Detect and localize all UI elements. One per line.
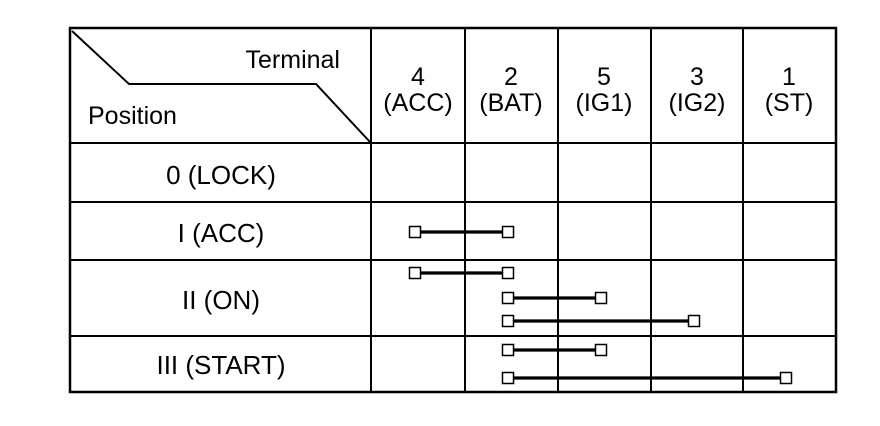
position-labels: 0 (LOCK) I (ACC) II (ON) III (START)	[156, 160, 285, 380]
terminal-name: (BAT)	[479, 89, 542, 117]
terminal-header-label: Terminal	[246, 46, 340, 74]
terminal-name: (ACC)	[383, 89, 452, 117]
terminal-node	[408, 225, 422, 239]
terminal-node	[779, 371, 793, 385]
terminal-node	[501, 371, 515, 385]
terminal-number: 1	[782, 63, 796, 91]
position-label: II (ON)	[182, 285, 260, 315]
terminal-headers: 4(ACC) 2(BAT) 5(IG1) 3(IG2) 1(ST)	[383, 63, 813, 117]
terminal-name: (IG2)	[669, 89, 726, 117]
terminal-name: (IG1)	[576, 89, 633, 117]
terminal-node	[594, 291, 608, 305]
terminal-node	[501, 314, 515, 328]
terminal-number: 5	[597, 63, 611, 91]
connections	[408, 225, 793, 385]
terminal-node	[501, 266, 515, 280]
position-label: 0 (LOCK)	[166, 160, 276, 190]
terminal-node	[594, 343, 608, 357]
position-label: III (START)	[156, 350, 285, 380]
terminal-name: (ST)	[765, 89, 814, 117]
corner-diagonal	[71, 30, 371, 143]
terminal-node	[501, 291, 515, 305]
terminal-node	[687, 314, 701, 328]
terminal-number: 2	[504, 63, 518, 91]
terminal-node	[408, 266, 422, 280]
position-header-label: Position	[88, 102, 177, 130]
position-label: I (ACC)	[178, 218, 265, 248]
terminal-node	[501, 225, 515, 239]
terminal-node	[501, 343, 515, 357]
terminal-number: 3	[690, 63, 704, 91]
terminal-number: 4	[411, 63, 425, 91]
table-frame	[68, 26, 838, 394]
